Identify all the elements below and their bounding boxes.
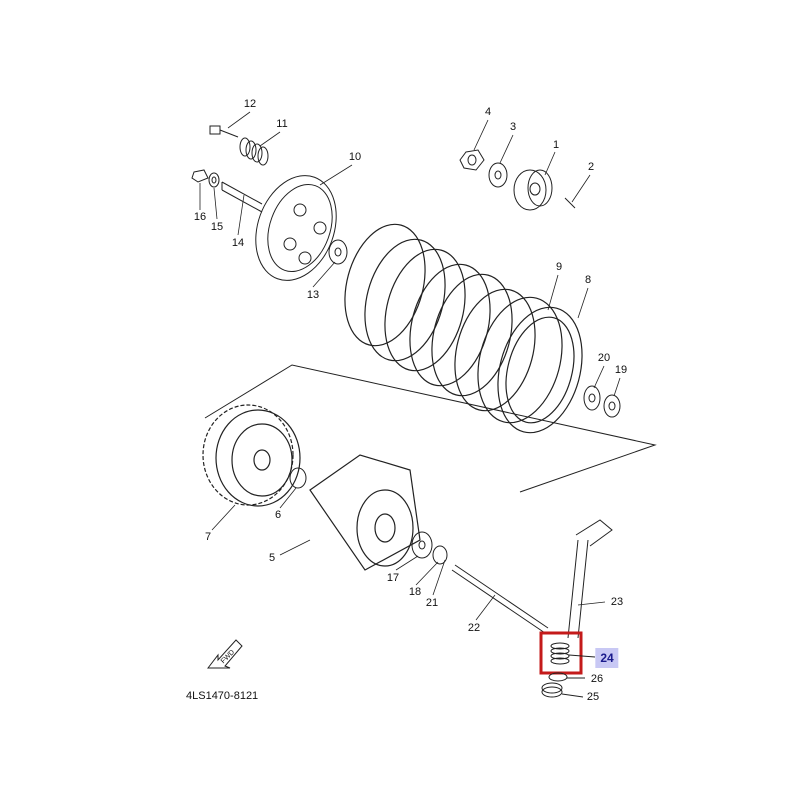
part-label-13: 13 <box>306 289 320 301</box>
nut-16 <box>191 169 209 183</box>
part-label-5: 5 <box>268 552 276 564</box>
washer-17 <box>411 531 433 559</box>
part-label-23: 23 <box>610 596 624 608</box>
clutch-plates-8-9 <box>344 223 583 434</box>
pin-2 <box>564 197 576 209</box>
drawing-code: 4LS1470-8121 <box>186 690 259 702</box>
lock-washer-19 <box>603 394 621 418</box>
leader-lines <box>199 111 621 621</box>
bolt-12 <box>209 125 239 138</box>
part-label-4: 4 <box>484 106 492 118</box>
spring-24 <box>550 642 596 665</box>
push-lever-shaft-23 <box>567 519 613 639</box>
part-label-3: 3 <box>509 121 517 133</box>
assembly-outline <box>204 364 657 493</box>
part-label-8: 8 <box>584 274 592 286</box>
part-label-22: 22 <box>467 622 481 634</box>
part-label-6: 6 <box>274 509 282 521</box>
spring-11 <box>239 137 269 166</box>
part-label-16: 16 <box>193 211 207 223</box>
part-label-21: 21 <box>425 597 439 609</box>
clutch-boss-5 <box>309 454 421 571</box>
part-label-20: 20 <box>597 352 611 364</box>
part-label-18: 18 <box>408 586 422 598</box>
washer-20 <box>583 385 601 411</box>
push-rod-piece-1 <box>513 169 553 211</box>
part-label-26: 26 <box>590 673 604 685</box>
washer-3 <box>488 162 508 188</box>
nut-4 <box>459 149 485 171</box>
part-label-9: 9 <box>555 261 563 273</box>
part-label-12: 12 <box>243 98 257 110</box>
bearing-13 <box>328 239 348 265</box>
washer-15 <box>208 172 220 188</box>
primary-driven-gear-7 <box>202 404 301 507</box>
washer-18 <box>432 545 448 565</box>
part-label-7: 7 <box>204 531 212 543</box>
pressure-plate-10 <box>255 175 337 281</box>
plate-6 <box>289 467 307 489</box>
part-label-11: 11 <box>276 118 288 130</box>
washer-26 <box>548 672 585 682</box>
part-label-1: 1 <box>552 139 560 151</box>
part-label-10: 10 <box>348 151 362 163</box>
part-label-17: 17 <box>386 572 400 584</box>
part-label-14: 14 <box>231 237 245 249</box>
part-label-15: 15 <box>210 221 224 233</box>
stud-14 <box>221 181 263 213</box>
fwd-arrow-icon <box>206 639 243 669</box>
bushing-25 <box>541 682 584 698</box>
part-label-25: 25 <box>586 691 600 703</box>
part-label-24[interactable]: 24 <box>595 648 619 668</box>
part-label-2: 2 <box>587 161 595 173</box>
part-label-19: 19 <box>614 364 628 376</box>
push-rod-22 <box>451 564 549 634</box>
